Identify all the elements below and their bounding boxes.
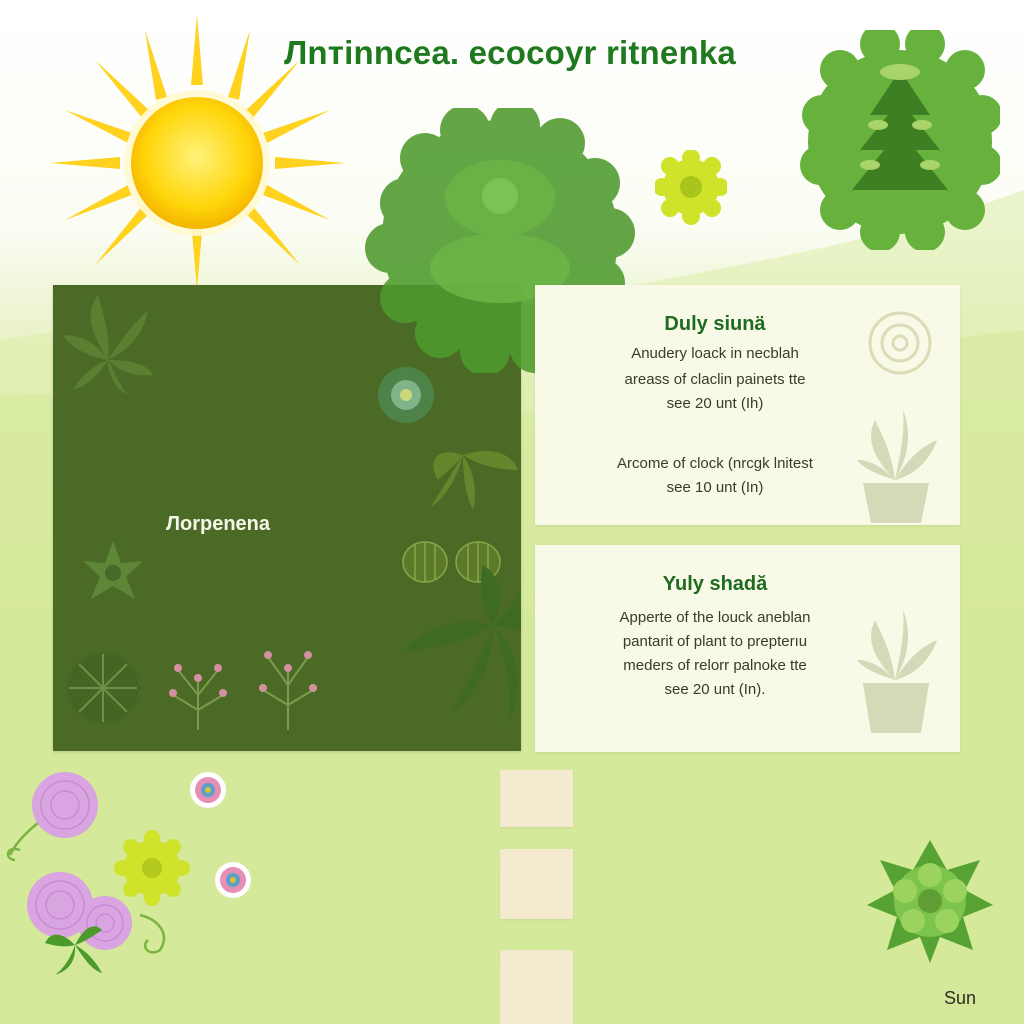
path-stone (500, 770, 573, 827)
small-flower-icon (215, 862, 251, 898)
bush-icon (365, 108, 635, 373)
info-card-full-sun: Duly siunä Anudery loack in necblah area… (535, 285, 960, 525)
info-card-partial-shade: Yuly shadă Apperte of the louck aneblan … (535, 545, 960, 752)
faded-flower-icon (868, 311, 932, 375)
sun-icon (50, 15, 345, 290)
potted-plant-icon (857, 610, 937, 733)
potted-plant-icon (857, 410, 937, 523)
card-text: see 10 unt (In) (666, 479, 764, 496)
palm-leaf-icon (431, 450, 518, 510)
panel-plant-illustrations (63, 295, 521, 730)
card-text: Apperte of the louck aneblan (619, 609, 811, 626)
card-text: Anudery loack in necblah (631, 345, 799, 362)
plant-panel: Лorpenena (53, 285, 521, 751)
fern-rosette-icon (67, 652, 139, 724)
cactus-icon (402, 541, 501, 583)
page-title: Лnтinncea. ecocoyr ritnenka (284, 34, 736, 71)
card-title: Yuly shadă (662, 573, 768, 595)
panel-label: Лorpenena (165, 513, 271, 535)
small-flower-icon (190, 772, 226, 808)
card-text: Arcome of clock (nrcgk lnitest (617, 455, 813, 472)
yellow-flower-icon (655, 150, 727, 225)
path-stone (500, 950, 573, 1024)
wildflower-blossoms (169, 651, 317, 697)
card-text: meders of relorr palnoke tte (623, 657, 807, 674)
lilac-flower-icon (27, 772, 132, 950)
tree-icon (800, 30, 1000, 250)
path-stone (500, 849, 573, 919)
agave-icon (63, 295, 153, 395)
card-text: pantarit of plant to prepterıu (622, 633, 808, 650)
leafy-plant-icon (403, 565, 521, 725)
sun-label: Sun (943, 988, 977, 1008)
green-flower-icon (378, 367, 434, 423)
card-text: see 20 unt (Ih) (666, 395, 764, 412)
succulent-icon (867, 840, 993, 963)
leaf-cluster-icon (45, 926, 102, 975)
star-succulent-icon (83, 541, 143, 599)
card-title: Duly siunä (664, 313, 766, 335)
yellow-flower-icon (114, 830, 190, 906)
card-text: areass of claclin painets tte (624, 371, 806, 388)
flower-bed-icon (6, 772, 251, 975)
card-text: see 20 unt (In). (664, 681, 766, 698)
wildflower-icon (172, 656, 314, 730)
